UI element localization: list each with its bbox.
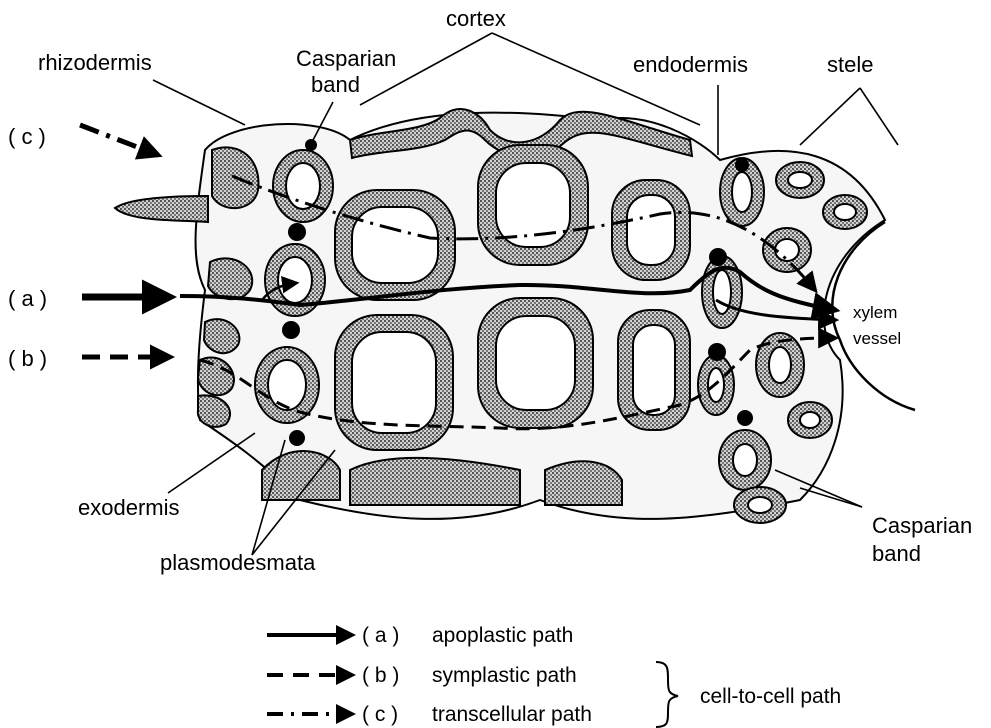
legend: ( a ) apoplastic path ( b ) symplastic p… xyxy=(267,624,841,727)
arrow-c xyxy=(80,125,158,155)
legend-text-c: transcellular path xyxy=(432,703,592,726)
casparian-dot xyxy=(737,410,753,426)
legend-key-b: ( b ) xyxy=(362,664,399,687)
casparian-dot xyxy=(289,430,305,446)
legend-text-b: symplastic path xyxy=(432,664,577,687)
label-casparian-top-1: Casparian xyxy=(296,46,396,71)
label-endodermis: endodermis xyxy=(633,52,748,77)
label-rhizodermis: rhizodermis xyxy=(38,50,152,75)
casparian-dot xyxy=(709,248,727,266)
legend-group-label: cell-to-cell path xyxy=(700,685,841,708)
label-plasmodesmata: plasmodesmata xyxy=(160,550,316,575)
root-hair xyxy=(115,196,208,222)
label-casparian-top-2: band xyxy=(311,72,360,97)
label-cortex: cortex xyxy=(446,6,506,31)
entry-arrows xyxy=(80,125,170,357)
legend-brace xyxy=(656,662,678,727)
label-path-b: ( b ) xyxy=(8,346,47,371)
casparian-dot xyxy=(288,223,306,241)
label-path-a: ( a ) xyxy=(8,286,47,311)
casparian-dot xyxy=(305,139,317,151)
label-exodermis: exodermis xyxy=(78,495,179,520)
casparian-dot xyxy=(735,158,749,172)
label-xylem-1: xylem xyxy=(853,303,897,322)
label-casparian-bottom-2: band xyxy=(872,541,921,566)
legend-key-c: ( c ) xyxy=(362,703,398,726)
casparian-dot xyxy=(708,343,726,361)
label-path-c: ( c ) xyxy=(8,124,46,149)
label-casparian-bottom-1: Casparian xyxy=(872,513,972,538)
label-stele: stele xyxy=(827,52,873,77)
legend-key-a: ( a ) xyxy=(362,624,399,647)
label-xylem-2: vessel xyxy=(853,329,901,348)
casparian-dot xyxy=(282,321,300,339)
legend-text-a: apoplastic path xyxy=(432,624,573,647)
